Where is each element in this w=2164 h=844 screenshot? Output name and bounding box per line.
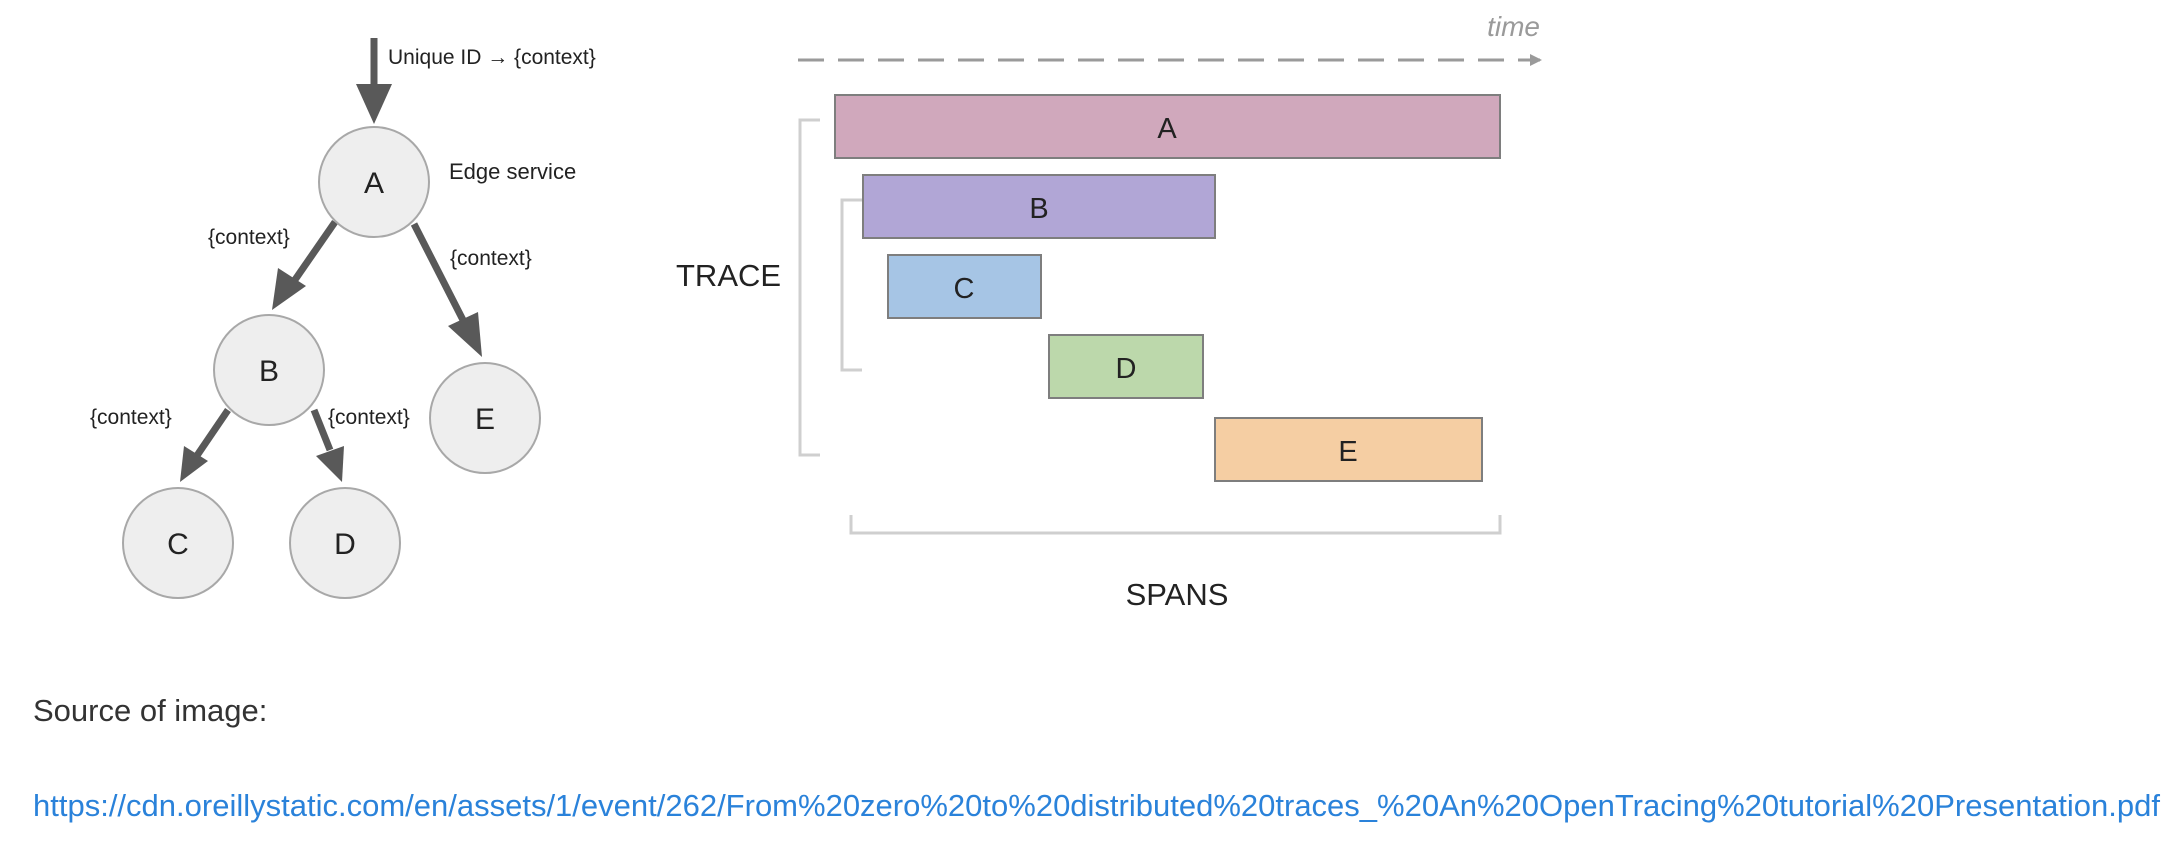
span-a-label: A — [1157, 113, 1177, 145]
time-label: time — [1487, 11, 1540, 42]
service-call-tree: Unique ID → {context} {context} {context… — [90, 38, 596, 599]
node-a-label: A — [364, 167, 384, 200]
node-a: A — [318, 126, 430, 238]
edge-label-b-d: {context} — [328, 406, 410, 429]
span-b: B — [862, 174, 1216, 239]
node-c: C — [122, 487, 234, 599]
node-b-label: B — [259, 355, 279, 388]
span-d-label: D — [1116, 353, 1137, 385]
span-e: E — [1214, 417, 1483, 482]
trace-label: TRACE — [676, 258, 781, 293]
image-source-caption: Source of image: — [33, 693, 268, 728]
node-b: B — [213, 314, 325, 426]
spans-label: SPANS — [1126, 577, 1229, 612]
edge-service-label: Edge service — [449, 159, 576, 184]
image-source-link[interactable]: https://cdn.oreillystatic.com/en/assets/… — [33, 788, 2160, 823]
edge-label-a-e: {context} — [450, 247, 532, 270]
trace-diagram-figure: Unique ID → {context} {context} {context… — [90, 11, 1542, 612]
child-bracket — [840, 198, 862, 372]
trace-timeline: time TRACE A B C D E SPANS — [676, 11, 1542, 612]
edge-a-e — [410, 222, 482, 357]
node-e: E — [429, 362, 541, 474]
node-e-label: E — [475, 403, 495, 436]
span-c: C — [887, 254, 1042, 319]
span-c-label: C — [954, 273, 975, 305]
node-c-label: C — [167, 528, 189, 561]
edge-b-c — [180, 408, 231, 482]
edge-a-b — [272, 220, 338, 310]
edge-label-b-c: {context} — [90, 406, 172, 429]
node-d-label: D — [334, 528, 356, 561]
edge-b-d — [310, 408, 344, 482]
trace-bracket — [798, 118, 820, 457]
node-d: D — [289, 487, 401, 599]
span-d: D — [1048, 334, 1204, 399]
span-e-label: E — [1338, 436, 1357, 468]
span-a: A — [834, 94, 1501, 159]
span-b-label: B — [1029, 193, 1048, 225]
edge-label-a-b: {context} — [208, 226, 290, 249]
spans-bracket — [849, 515, 1502, 535]
entry-arrow — [356, 38, 392, 124]
entry-label: Unique ID → {context} — [388, 46, 596, 69]
